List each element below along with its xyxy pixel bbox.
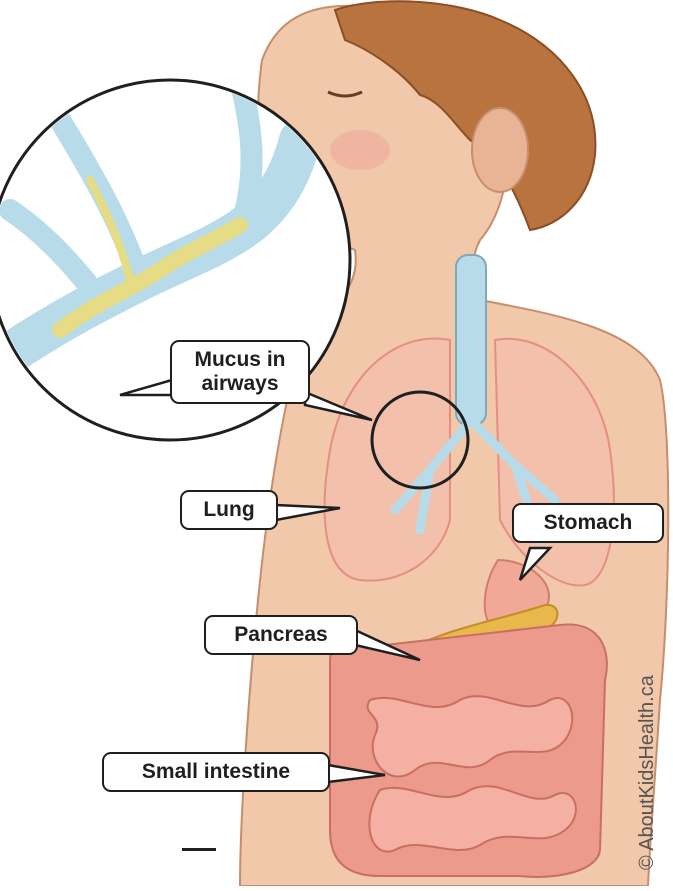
mucus-in-airways-label: Mucus in airways (170, 340, 310, 404)
mucus-label-line2: airways (182, 372, 298, 396)
divider-line (182, 848, 216, 851)
cheek (330, 130, 390, 170)
pancreas-label-text: Pancreas (216, 623, 346, 647)
lung-label-text: Lung (192, 498, 266, 522)
small-intestine-label: Small intestine (102, 752, 330, 792)
small-intestine-label-text: Small intestine (114, 760, 318, 784)
trachea (456, 255, 486, 425)
ear (472, 108, 528, 192)
pancreas-label: Pancreas (204, 615, 358, 655)
stomach-label-text: Stomach (524, 511, 652, 535)
stomach-label: Stomach (512, 503, 664, 543)
mucus-label-line1: Mucus in (182, 348, 298, 372)
copyright-notice: © AboutKidsHealth.ca (636, 675, 659, 870)
lung-label: Lung (180, 490, 278, 530)
